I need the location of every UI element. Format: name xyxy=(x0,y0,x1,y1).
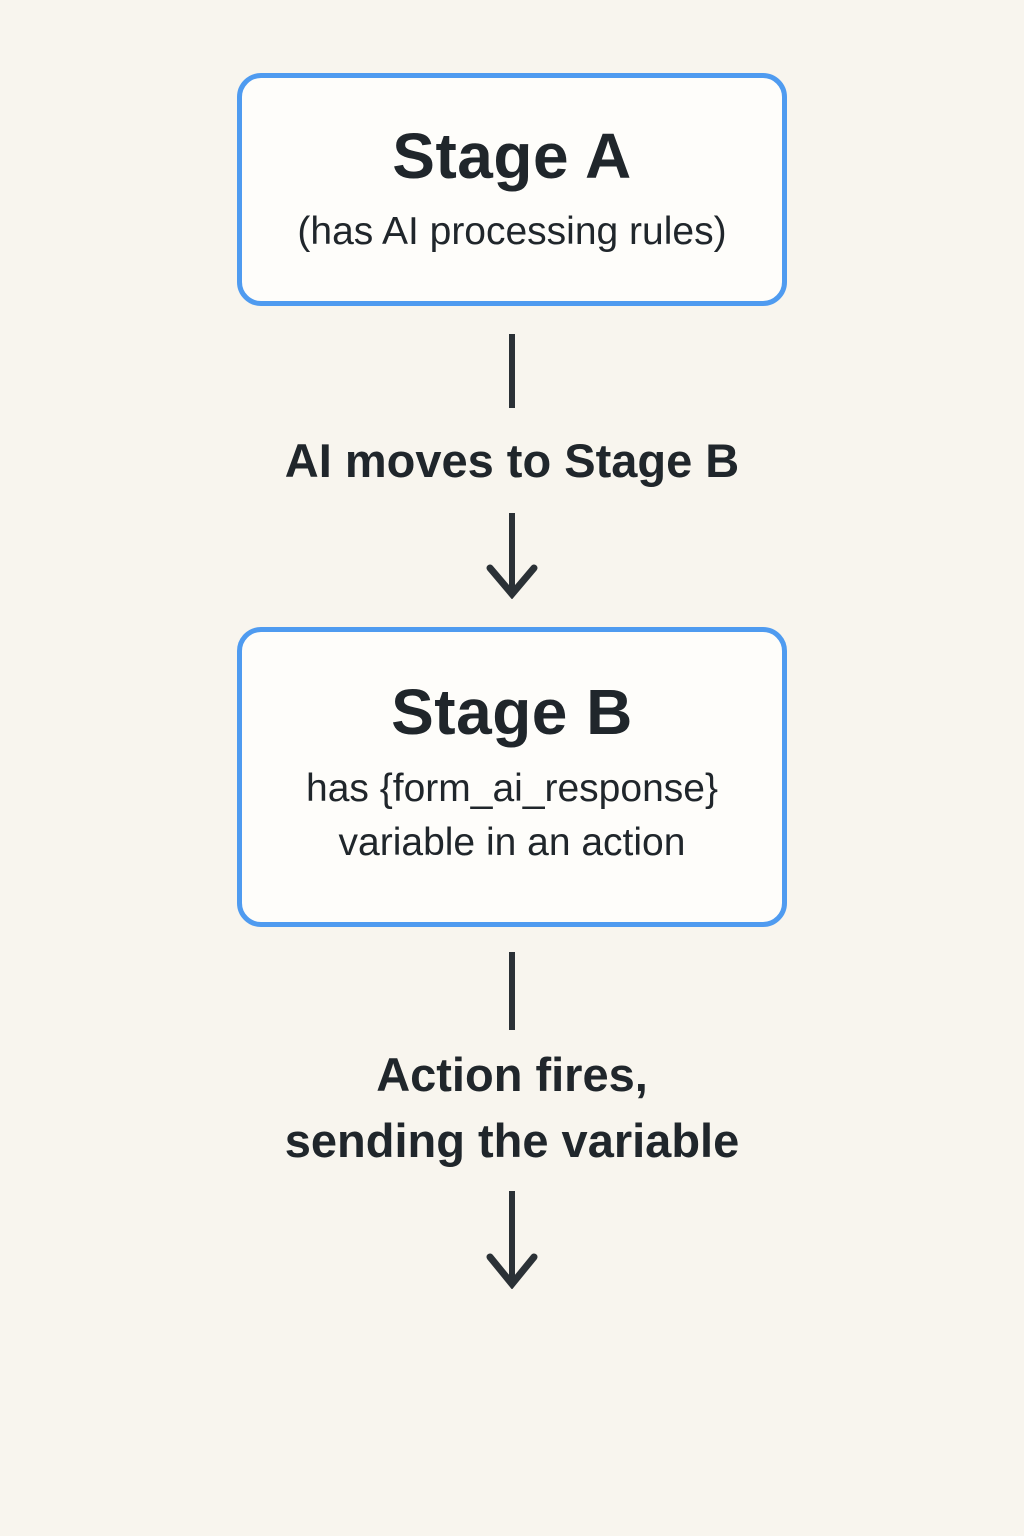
node-stage-b: Stage B has {form_ai_response} variable … xyxy=(237,626,787,927)
edge-label-action-fires: Action fires, sending the variable xyxy=(285,1042,739,1175)
node-stage-a: Stage A (has AI processing rules) xyxy=(237,73,787,306)
edge-label-action-fires-line2: sending the variable xyxy=(284,1114,740,1168)
node-stage-b-subtitle: has {form_ai_response} variable in an ac… xyxy=(306,762,718,870)
node-stage-b-subtitle-line2: variable in an action xyxy=(338,820,686,864)
arrow-down-icon xyxy=(486,1191,538,1290)
node-stage-a-title: Stage A xyxy=(392,119,632,192)
node-stage-b-title: Stage B xyxy=(391,676,633,749)
edge-label-ai-moves: AI moves to Stage B xyxy=(284,434,740,487)
arrow-down-icon xyxy=(486,512,538,599)
connector-line-icon xyxy=(509,951,515,1030)
node-stage-b-subtitle-line1: has {form_ai_response} xyxy=(306,766,718,810)
connector-line-icon xyxy=(509,334,515,408)
node-stage-a-subtitle: (has AI processing rules) xyxy=(297,210,727,254)
edge-label-action-fires-line1: Action fires, xyxy=(376,1047,648,1101)
